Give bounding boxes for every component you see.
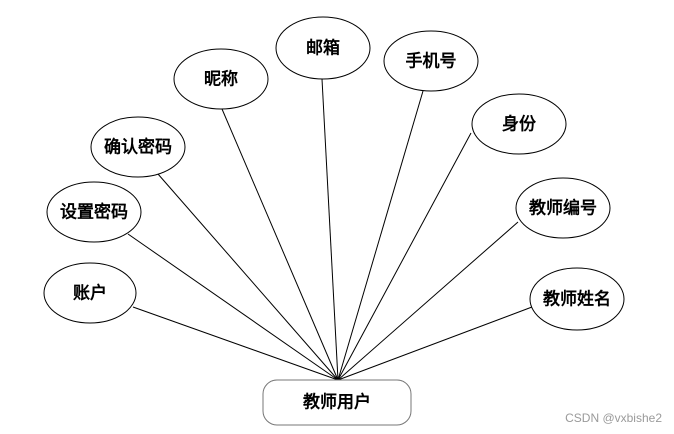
attribute-node-confirm-password[interactable]: 确认密码 (90, 116, 186, 178)
attribute-label: 教师编号 (528, 198, 597, 219)
attribute-label: 昵称 (204, 69, 238, 90)
connector-line (337, 221, 519, 381)
attribute-node-teacher-id[interactable]: 教师编号 (515, 177, 611, 239)
attribute-label: 账户 (73, 283, 107, 304)
entity-box (262, 379, 412, 426)
attribute-node-teacher-name[interactable]: 教师姓名 (529, 267, 625, 331)
attribute-ellipse (173, 48, 269, 110)
relationship-lines (127, 78, 533, 381)
attribute-ellipse (46, 181, 142, 243)
connector-line (157, 173, 339, 381)
attribute-node-identity[interactable]: 身份 (471, 93, 567, 155)
attribute-label: 设置密码 (60, 202, 128, 223)
attribute-ellipse (383, 30, 479, 92)
attribute-label: 手机号 (406, 51, 457, 72)
attribute-node-account[interactable]: 账户 (43, 262, 137, 324)
watermark: CSDN @vxbishe2 (565, 411, 662, 425)
attribute-ellipse (515, 177, 611, 239)
entity-node-teacher-user[interactable]: 教师用户 (262, 379, 412, 426)
attribute-label: 邮箱 (306, 38, 340, 59)
attribute-node-phone[interactable]: 手机号 (383, 30, 479, 92)
connector-line (337, 132, 472, 381)
attribute-label: 教师姓名 (542, 289, 611, 310)
attribute-node-set-password[interactable]: 设置密码 (46, 181, 142, 243)
attribute-label: 确认密码 (104, 137, 172, 158)
connector-line (132, 306, 339, 381)
entity-label: 教师用户 (302, 392, 371, 413)
connector-line (221, 108, 339, 381)
attribute-label: 身份 (502, 114, 537, 135)
connector-line (127, 233, 339, 381)
attribute-ellipse (529, 267, 625, 331)
attribute-ellipse (471, 93, 567, 155)
attribute-ellipse (275, 16, 371, 80)
attribute-ellipse (90, 116, 186, 178)
attribute-node-email[interactable]: 邮箱 (275, 16, 371, 80)
connector-line (337, 306, 533, 381)
connector-line (321, 78, 339, 381)
attribute-ellipse (43, 262, 137, 324)
connector-line (337, 90, 424, 381)
attribute-node-nickname[interactable]: 昵称 (173, 48, 269, 110)
